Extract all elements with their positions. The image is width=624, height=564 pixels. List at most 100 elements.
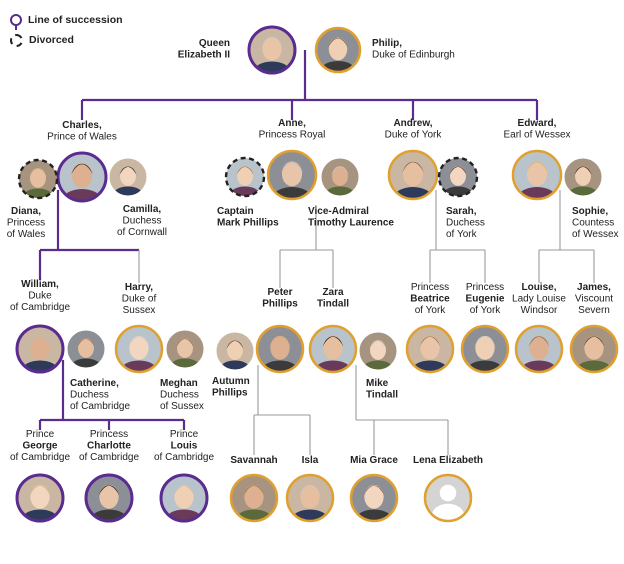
legend: Line of succession Divorced	[8, 10, 123, 50]
person-label: James,	[577, 282, 611, 293]
legend-succession-label: Line of succession	[28, 14, 123, 26]
portrait-ring	[84, 473, 134, 523]
person-label: Mike	[366, 378, 389, 389]
person-label: Philip,	[372, 38, 402, 49]
person-label: Princess	[7, 218, 45, 229]
portrait-ring	[17, 158, 59, 200]
person-label: Princess	[90, 429, 128, 440]
portrait-ring	[15, 473, 65, 523]
person-label: Duchess	[123, 216, 162, 227]
person-label: Duke of	[122, 294, 157, 305]
person-label: Sophie,	[572, 206, 608, 217]
person-label: Duchess	[70, 390, 109, 401]
portrait-ring	[255, 324, 305, 374]
mike-portrait-icon	[359, 332, 397, 370]
person-label: Duke of Edinburgh	[372, 50, 455, 61]
meghan-portrait-icon	[166, 330, 204, 368]
person-label: Isla	[302, 455, 319, 466]
person-label: Charlotte	[87, 441, 131, 452]
person-savannah: Savannah	[229, 455, 279, 523]
portrait-ring	[66, 329, 106, 369]
portrait-ring	[387, 149, 439, 201]
portrait-ring	[247, 25, 297, 75]
person-label: Princess Royal	[259, 130, 326, 141]
portrait-ring	[266, 149, 318, 201]
person-label: Captain	[217, 206, 254, 217]
person-label: of York	[446, 229, 478, 240]
person-label: of York	[415, 305, 447, 316]
person-label: Zara	[322, 287, 344, 298]
person-charles: Charles,Prince of Wales	[47, 120, 117, 203]
person-label: Princess	[411, 282, 449, 293]
portrait-ring	[514, 324, 564, 374]
portrait-ring	[460, 324, 510, 374]
person-label: Timothy Laurence	[308, 218, 394, 229]
portrait-ring	[569, 324, 619, 374]
peter-portrait-icon	[257, 326, 303, 372]
sophie-portrait-icon	[564, 158, 602, 196]
portrait-ring	[320, 157, 360, 197]
portrait-ring	[308, 324, 358, 374]
person-label: Edward,	[518, 118, 557, 129]
portrait-ring	[314, 26, 362, 74]
person-label: Eugenie	[466, 294, 505, 305]
portrait-ring	[108, 157, 148, 197]
person-edward: Edward,Earl of Wessex	[503, 118, 571, 201]
timothy-portrait-icon	[321, 158, 359, 196]
silhouette-placeholder-icon	[425, 475, 471, 521]
portrait-ring	[437, 156, 479, 198]
person-label: Lena Elizabeth	[413, 455, 483, 466]
person-label: Camilla,	[123, 204, 162, 215]
portrait-ring	[215, 331, 255, 371]
person-label: Elizabeth II	[178, 50, 230, 61]
person-anne: Anne,Princess Royal	[259, 118, 326, 201]
person-label: of York	[470, 305, 502, 316]
person-label: Phillips	[262, 299, 298, 310]
person-label: Catherine,	[70, 378, 119, 389]
person-label: Savannah	[230, 455, 277, 466]
person-label: Mia Grace	[350, 455, 398, 466]
catherine-portrait-icon	[67, 330, 105, 368]
person-label: Princess	[466, 282, 504, 293]
person-label: Phillips	[212, 388, 248, 399]
person-label: of Cambridge	[79, 452, 139, 463]
person-label: Prince	[170, 429, 199, 440]
person-label: Mark Phillips	[217, 218, 279, 229]
person-label: Charles,	[62, 120, 102, 131]
person-label: of Cambridge	[70, 401, 130, 412]
portrait-ring	[165, 329, 205, 369]
beatrice-portrait-icon	[407, 326, 453, 372]
person-label: of Cambridge	[10, 302, 70, 313]
person-andrew: Andrew,Duke of York	[385, 118, 442, 201]
person-label: of Wessex	[572, 229, 619, 240]
person-label: Prince of Wales	[47, 132, 117, 143]
person-philip: Philip,Duke of Edinburgh	[314, 26, 455, 74]
person-label: Windsor	[521, 305, 558, 316]
person-label: Harry,	[125, 282, 153, 293]
portrait-ring	[511, 149, 563, 201]
person-label: Louis	[171, 441, 198, 452]
person-label: of Cornwall	[117, 227, 167, 238]
person-label: Autumn	[212, 376, 250, 387]
person-isla: Isla	[285, 455, 335, 523]
portrait-ring	[349, 473, 399, 523]
person-label: Earl of Wessex	[503, 130, 570, 141]
person-label: Viscount	[575, 294, 613, 305]
person-lena: Lena Elizabeth	[413, 455, 483, 523]
